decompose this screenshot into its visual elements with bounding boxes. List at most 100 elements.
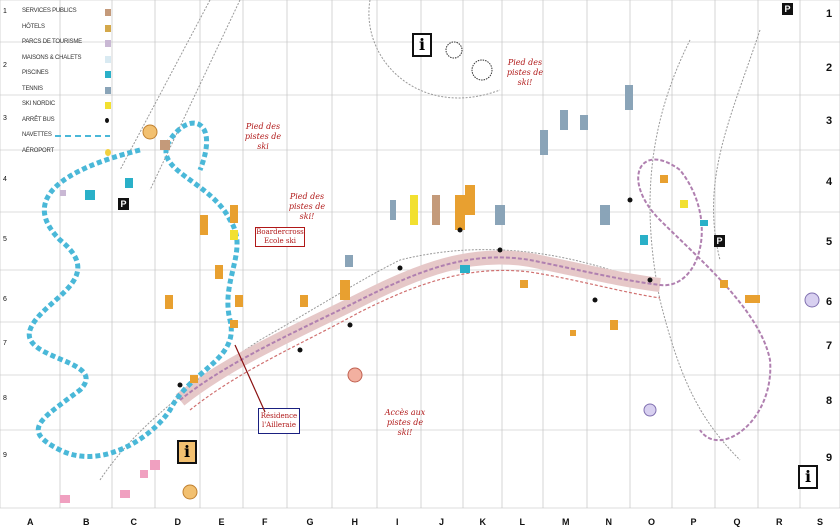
- building: [700, 220, 708, 226]
- river: [26, 120, 240, 459]
- row-label: 2: [3, 62, 7, 69]
- building: [390, 200, 396, 220]
- building: [465, 185, 475, 215]
- row-label: 9: [826, 452, 833, 464]
- building: [60, 495, 70, 503]
- building: [455, 195, 465, 230]
- parking-icon: P: [782, 3, 793, 15]
- legend-label: AÉROPORT: [22, 147, 54, 154]
- legend-swatch: [105, 9, 111, 16]
- aeroport-icon: [347, 367, 363, 383]
- annotation-ski-slopes-3: Pied des pistes de ski!: [506, 58, 544, 87]
- building: [680, 200, 688, 208]
- bus-stop-icon: [347, 322, 353, 328]
- column-label: B: [83, 517, 90, 527]
- column-label: K: [479, 517, 487, 527]
- building: [150, 460, 160, 470]
- building: [745, 295, 760, 303]
- annotation-ski-school: Boardercross Ecole ski: [255, 227, 305, 247]
- legend-label: HÔTELS: [22, 23, 45, 30]
- building: [600, 205, 610, 225]
- column-label: S: [817, 517, 824, 527]
- shuttle-route: [179, 158, 772, 442]
- legend-swatch: [105, 55, 111, 63]
- bus-stop-icon: [297, 347, 303, 353]
- column-label: G: [306, 517, 314, 527]
- row-label: 1: [826, 8, 833, 20]
- building: [580, 115, 588, 130]
- annotation-ski-slopes-2: Pied des pistes de ski!: [288, 192, 326, 221]
- building: [570, 330, 576, 336]
- legend-swatch: [105, 86, 111, 94]
- annotation-slope-access: Accès aux pistes de ski!: [384, 408, 426, 437]
- aeroport-icon: [182, 484, 198, 500]
- row-label: 1: [3, 8, 7, 15]
- bus-stop-icon: [592, 297, 598, 303]
- info-icon[interactable]: i: [412, 33, 432, 57]
- bus-stop-icon: [177, 382, 183, 388]
- building: [560, 110, 568, 130]
- bus-stop-icon: [457, 227, 463, 233]
- row-label: 3: [826, 115, 833, 127]
- building: [140, 470, 148, 478]
- bus-stop-icon: [397, 265, 403, 271]
- row-label: 4: [3, 176, 7, 183]
- column-label: J: [439, 517, 445, 527]
- row-label: 8: [3, 395, 7, 402]
- building: [610, 320, 618, 330]
- annotation-ski-slopes-1: Pied des pistes de ski: [244, 122, 282, 151]
- column-label: A: [27, 517, 34, 527]
- row-label: 8: [826, 395, 833, 407]
- row-label: 2: [826, 62, 833, 74]
- row-label: 5: [3, 236, 7, 243]
- legend-label: TENNIS: [22, 85, 43, 92]
- annotation-residence: Résidence l'Ailleraie: [258, 408, 300, 434]
- column-label: D: [174, 517, 182, 527]
- building: [460, 265, 470, 273]
- building: [340, 280, 350, 300]
- parking-icon: P: [714, 235, 725, 247]
- legend-label: SKI NORDIC: [22, 101, 56, 107]
- building: [345, 255, 353, 267]
- main-road: [175, 250, 661, 406]
- building: [495, 205, 505, 225]
- column-label: H: [351, 517, 359, 527]
- legend-label: NAVETTES: [22, 132, 52, 138]
- bus-stop-icon: [627, 197, 633, 203]
- row-label: 3: [3, 115, 7, 122]
- column-label: I: [396, 517, 399, 527]
- lift-icon: [471, 59, 493, 81]
- legend-label: PISCINES: [22, 70, 49, 76]
- building: [165, 295, 173, 309]
- column-label: O: [648, 517, 656, 527]
- row-label: 6: [826, 296, 833, 308]
- legend-swatch: [105, 117, 109, 123]
- row-label: 6: [3, 296, 7, 303]
- info-icon[interactable]: i: [798, 465, 818, 489]
- building: [235, 295, 243, 307]
- column-label: N: [605, 517, 613, 527]
- row-label: 4: [826, 176, 833, 188]
- building: [125, 178, 133, 188]
- legend-swatch: [105, 71, 111, 78]
- building: [190, 375, 198, 383]
- row-label: 7: [826, 340, 833, 352]
- roundabout-icon: [804, 292, 820, 308]
- legend-swatch: [105, 102, 111, 109]
- legend-swatch: [55, 135, 110, 137]
- column-label: M: [562, 517, 570, 527]
- column-label: L: [519, 517, 526, 527]
- building: [85, 190, 95, 200]
- building: [640, 235, 648, 245]
- legend-label: MAISONS & CHALETS: [22, 54, 82, 61]
- legend-label: ARRÊT BUS: [22, 116, 55, 123]
- legend-label: PARCS DE TOURISME: [22, 39, 82, 45]
- column-label: F: [262, 517, 268, 527]
- column-label: Q: [733, 517, 741, 527]
- row-label: 7: [3, 340, 7, 347]
- lift-icon: [445, 41, 463, 59]
- parking-icon: P: [118, 198, 129, 210]
- building: [540, 130, 548, 155]
- info-icon[interactable]: i: [177, 440, 197, 464]
